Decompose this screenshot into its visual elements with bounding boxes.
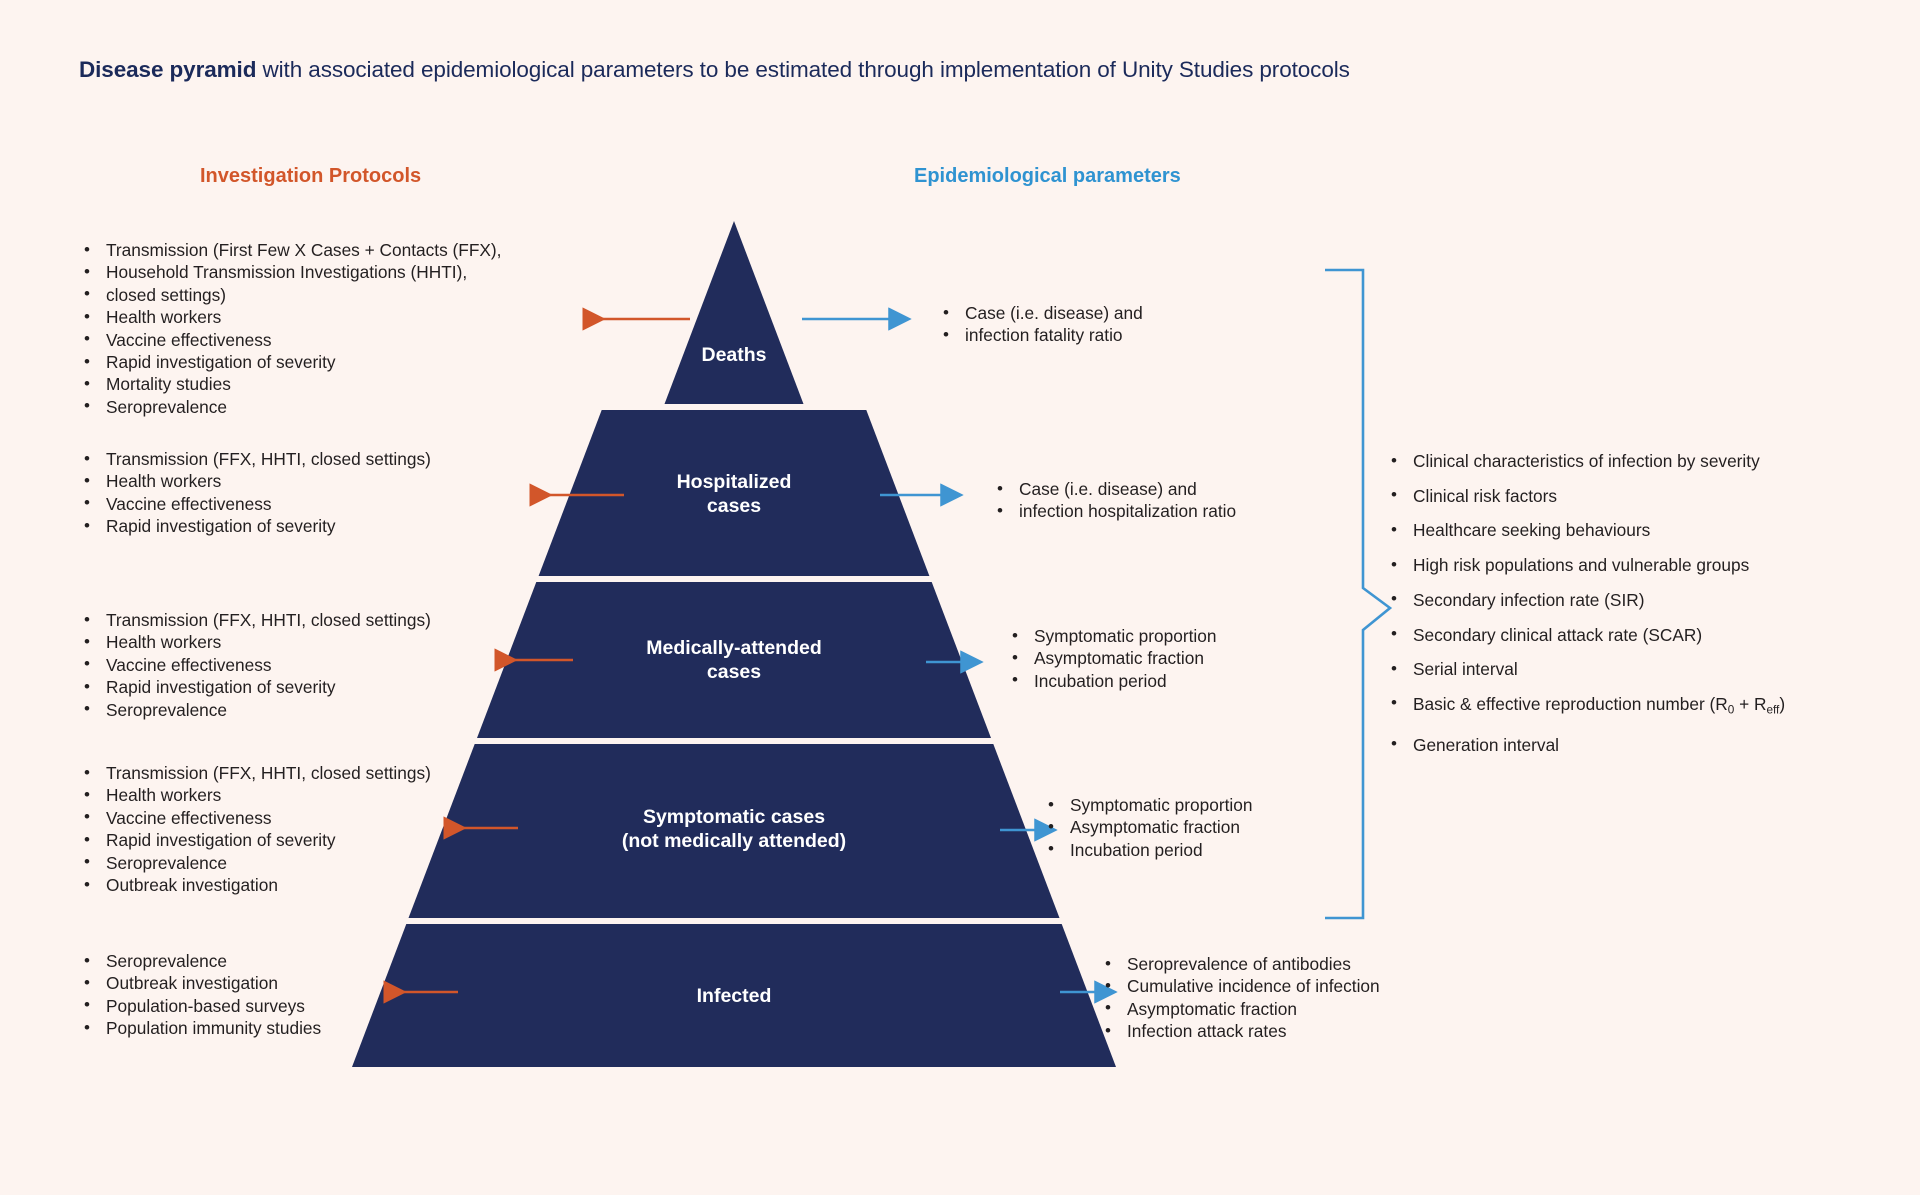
page-title-rest: with associated epidemiological paramete… [256,57,1350,82]
list-item: Serial interval [1386,658,1906,681]
list-item: Vaccine effectiveness [79,806,549,829]
list-item: Seroprevalence [79,949,549,972]
list-item: Transmission (FFX, HHTI, closed settings… [79,447,549,470]
list-item: Symptomatic proportion [1043,793,1373,816]
list-item: Clinical characteristics of infection by… [1386,449,1906,472]
list-item: High risk populations and vulnerable gro… [1386,554,1906,577]
protocol-block-medically-attended: Transmission (FFX, HHTI, closed settings… [79,608,549,721]
parameter-block-medically-attended: Symptomatic proportion Asymptomatic frac… [1007,624,1337,692]
protocol-block-infected: Seroprevalence Outbreak investigation Po… [79,949,549,1040]
list-item: Asymptomatic fraction [1007,647,1337,670]
protocol-list-infected: Seroprevalence Outbreak investigation Po… [79,949,549,1040]
list-item: Outbreak investigation [79,972,549,995]
protocol-list-symptomatic: Transmission (FFX, HHTI, closed settings… [79,761,549,897]
protocol-list-hospitalized: Transmission (FFX, HHTI, closed settings… [79,447,549,538]
list-item-cont: infection fatality ratio [938,324,1268,347]
pyramid-tier-medically-attended [477,582,991,738]
protocol-block-symptomatic: Transmission (FFX, HHTI, closed settings… [79,761,549,897]
parameter-list-deaths: Case (i.e. disease) and infection fatali… [938,301,1268,347]
list-item: Transmission (FFX, HHTI, closed settings… [79,761,549,784]
parameter-block-symptomatic: Symptomatic proportion Asymptomatic frac… [1043,793,1373,861]
list-item: Transmission (FFX, HHTI, closed settings… [79,608,549,631]
parameter-block-deaths: Case (i.e. disease) and infection fatali… [938,301,1268,347]
list-item-cont: Household Transmission Investigations (H… [79,261,549,284]
list-item: Seroprevalence [79,395,549,418]
cross-cutting-block: Clinical characteristics of infection by… [1386,449,1906,769]
list-item: Vaccine effectiveness [79,492,549,515]
list-item: Population-based surveys [79,994,549,1017]
column-header-epidemiological-parameters: Epidemiological parameters [914,165,1181,187]
parameter-block-hospitalized: Case (i.e. disease) and infection hospit… [992,477,1332,523]
list-item: Health workers [79,470,549,493]
list-item: Seroprevalence of antibodies [1100,952,1460,975]
list-item: Transmission (First Few X Cases + Contac… [79,238,549,261]
parameter-list-hospitalized: Case (i.e. disease) and infection hospit… [992,477,1332,523]
parameter-list-symptomatic: Symptomatic proportion Asymptomatic frac… [1043,793,1373,861]
list-item: Case (i.e. disease) and [992,477,1332,500]
protocol-list-deaths: Transmission (First Few X Cases + Contac… [79,238,549,418]
list-item: Healthcare seeking behaviours [1386,519,1906,542]
list-item: Incubation period [1007,669,1337,692]
list-item: Seroprevalence [79,698,549,721]
list-item: Basic & effective reproduction number (R… [1386,692,1906,722]
list-item: Generation interval [1386,733,1906,756]
list-item: Clinical risk factors [1386,484,1906,507]
list-item: Mortality studies [79,373,549,396]
parameter-list-infected: Seroprevalence of antibodies Cumulative … [1100,952,1460,1043]
pyramid-tier-hospitalized [538,410,930,576]
list-item: Population immunity studies [79,1017,549,1040]
protocol-list-medically-attended: Transmission (FFX, HHTI, closed settings… [79,608,549,721]
list-item: Rapid investigation of severity [79,829,549,852]
cross-cutting-list: Clinical characteristics of infection by… [1386,449,1906,756]
list-item: Rapid investigation of severity [79,676,549,699]
list-item: Outbreak investigation [79,874,549,897]
list-item: Incubation period [1043,838,1373,861]
protocol-block-deaths: Transmission (First Few X Cases + Contac… [79,238,549,418]
page-title: Disease pyramid with associated epidemio… [79,57,1350,83]
list-item: Health workers [79,306,549,329]
list-item: Case (i.e. disease) and [938,301,1268,324]
list-item-cont: closed settings) [79,283,549,306]
list-item: Symptomatic proportion [1007,624,1337,647]
list-item: Vaccine effectiveness [79,328,549,351]
list-item-cont: infection hospitalization ratio [992,500,1332,523]
list-item: Secondary clinical attack rate (SCAR) [1386,623,1906,646]
list-item: Infection attack rates [1100,1020,1460,1043]
list-item: Seroprevalence [79,851,549,874]
protocol-block-hospitalized: Transmission (FFX, HHTI, closed settings… [79,447,549,538]
list-item: Asymptomatic fraction [1100,997,1460,1020]
parameter-block-infected: Seroprevalence of antibodies Cumulative … [1100,952,1460,1043]
list-item: Rapid investigation of severity [79,351,549,374]
pyramid-tier-deaths [664,221,804,404]
list-item: Health workers [79,631,549,654]
list-item: Health workers [79,784,549,807]
pyramid-tier-symptomatic [408,744,1060,918]
page-title-bold-lead: Disease pyramid [79,57,257,82]
list-item: Rapid investigation of severity [79,515,549,538]
list-item: Vaccine effectiveness [79,653,549,676]
parameter-list-medically-attended: Symptomatic proportion Asymptomatic frac… [1007,624,1337,692]
column-header-investigation-protocols: Investigation Protocols [200,165,422,187]
list-item: Asymptomatic fraction [1043,816,1373,839]
list-item: Secondary infection rate (SIR) [1386,588,1906,611]
list-item: Cumulative incidence of infection [1100,975,1460,998]
